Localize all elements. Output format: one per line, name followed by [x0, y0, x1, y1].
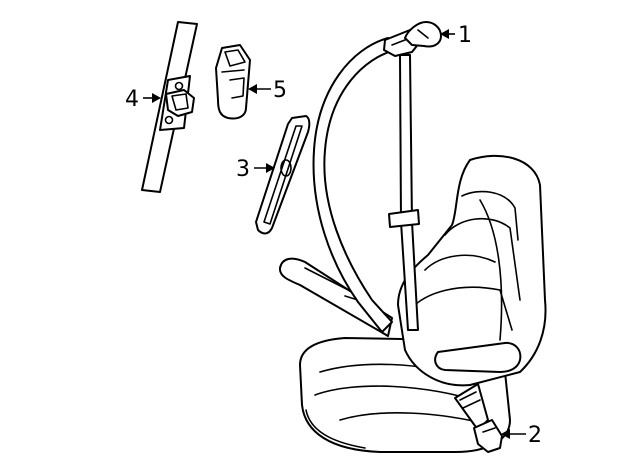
- callout-label-1: 1: [458, 23, 472, 48]
- callout-5: 5: [248, 78, 287, 103]
- retractor-body: [165, 89, 195, 117]
- part-3-pillar-trim: [255, 115, 311, 235]
- seat-rail: [278, 257, 393, 337]
- callout-3: 3: [236, 157, 275, 182]
- seat-back: [397, 154, 547, 387]
- cover-body: [215, 44, 251, 120]
- callout-label-3: 3: [236, 157, 250, 182]
- part-4-retractor-strip: [141, 21, 198, 193]
- callout-1: 1: [440, 23, 472, 48]
- belt-webbing: [312, 29, 421, 333]
- belt-loop: [388, 209, 420, 228]
- part-1-upper-anchor: [404, 21, 442, 48]
- callout-label-2: 2: [528, 423, 542, 448]
- callout-label-5: 5: [273, 78, 287, 103]
- callout-2: 2: [501, 423, 542, 448]
- seat-assembly: [278, 154, 547, 453]
- part-5-retractor-cover: [215, 44, 251, 120]
- armrest: [434, 341, 522, 373]
- callout-label-4: 4: [125, 87, 139, 112]
- callout-4: 4: [125, 87, 161, 112]
- shoulder-belt-arc: [312, 37, 396, 333]
- part-2-buckle: [454, 383, 503, 453]
- buckle-housing: [454, 383, 489, 431]
